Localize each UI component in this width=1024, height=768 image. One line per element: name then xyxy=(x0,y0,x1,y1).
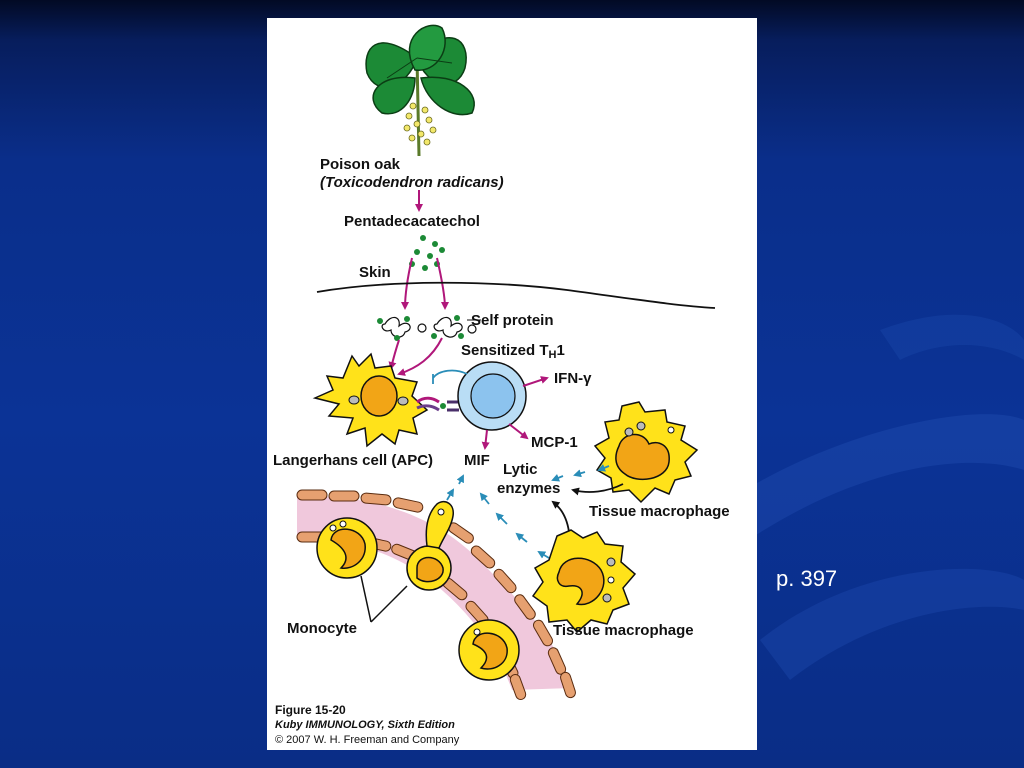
label-self-protein: Self protein xyxy=(471,312,554,329)
label-skin: Skin xyxy=(359,264,391,281)
tissue-macrophage-lower-cell xyxy=(531,529,637,634)
tissue-macrophage-upper-cell xyxy=(593,401,699,504)
label-monocyte: Monocyte xyxy=(287,620,358,637)
self-protein-complexes xyxy=(381,316,477,338)
label-species: (Toxicodendron radicans) xyxy=(320,174,504,191)
label-langerhans-cell: Langerhans cell (APC) xyxy=(273,452,434,469)
label-mif: MIF xyxy=(464,452,490,469)
label-enzymes: enzymes xyxy=(497,480,561,497)
figure-card: Poison oak (Toxicodendron radicans) Pent… xyxy=(267,18,757,750)
monocyte-cells xyxy=(316,500,520,681)
label-sensitized-th1: Sensitized TH1 xyxy=(461,342,565,361)
langerhans-cell xyxy=(312,352,429,448)
label-mcp-1: MCP-1 xyxy=(531,434,578,451)
caption-figure-number: Figure 15-20 xyxy=(275,703,346,717)
mhc-tcr-contact xyxy=(416,396,459,412)
skin-surface xyxy=(316,281,716,309)
label-poison-oak: Poison oak xyxy=(320,156,401,173)
caption-book-title: Kuby IMMUNOLOGY, Sixth Edition xyxy=(275,719,455,731)
sensitized-th1-cell xyxy=(457,361,527,431)
label-tissue-macrophage-lower: Tissue macrophage xyxy=(553,622,694,639)
poison-oak-plant xyxy=(365,24,475,157)
label-lytic: Lytic xyxy=(503,461,538,478)
caption-copyright: © 2007 W. H. Freeman and Company xyxy=(275,734,460,746)
label-ifn-gamma: IFN-γ xyxy=(554,370,592,387)
page-reference: p. 397 xyxy=(776,566,838,591)
label-tissue-macrophage-upper: Tissue macrophage xyxy=(589,503,730,520)
label-pentadecacatechol: Pentadecacatechol xyxy=(344,213,480,230)
diagram-artwork xyxy=(296,24,716,701)
